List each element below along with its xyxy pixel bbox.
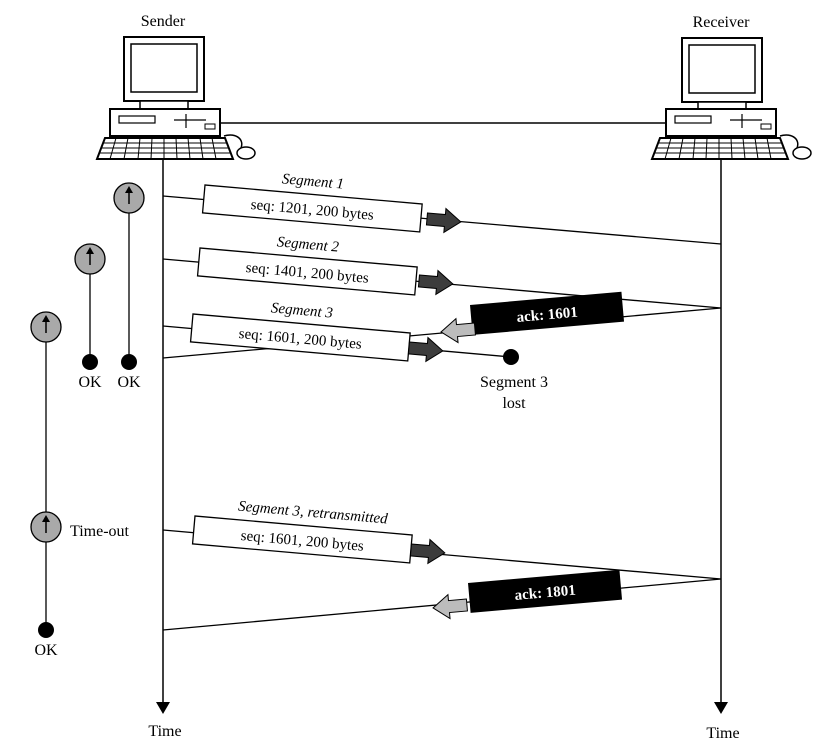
segment-3-box: seq: 1601, 200 bytes [189,313,411,362]
segment-3-direction-arrow [407,336,444,363]
ok-label-segment-3: OK [34,642,58,659]
segment-2-direction-arrow [417,269,454,296]
sender-computer-icon [95,36,256,160]
segment-3-retx-direction-arrow [409,538,446,565]
segment-2-timer [74,243,106,370]
receiver-time-label: Time [706,725,739,742]
segment-1-box: seq: 1201, 200 bytes [201,184,423,233]
ack-1801-box: ack: 1801 [468,569,623,613]
ack-1801-direction-arrow [432,593,468,620]
segment-3-lost-label-line2: lost [502,395,526,412]
sender-time-label: Time [148,723,181,740]
segment-1-timer [113,182,145,370]
segment-3-retx-box: seq: 1601, 200 bytes [191,515,413,564]
timeout-label: Time-out [70,523,130,540]
segment-3-timer [30,311,62,638]
segment-2-box: seq: 1401, 200 bytes [196,247,418,296]
segment-3-lost-marker [503,349,519,365]
timer-stop-dot [82,354,98,370]
segment-1-title: Segment 1 [281,171,344,192]
segment-1-direction-arrow [425,207,462,234]
timer-stop-dot [38,622,54,638]
timer-stop-dot [121,354,137,370]
sender-label: Sender [141,13,186,30]
segment-3-lost-label-line1: Segment 3 [480,374,548,391]
ack-1601-direction-arrow [440,317,476,344]
ok-label-segment-2: OK [78,374,102,391]
receiver-label: Receiver [693,14,751,31]
segment-2-title: Segment 2 [276,234,340,255]
ack-1601-box: ack: 1601 [470,291,625,335]
receiver-computer-icon [650,37,812,160]
ack-1601-text: ack: 1601 [516,305,578,326]
segment-3-title: Segment 3 [270,300,333,321]
ok-label-segment-1: OK [117,374,141,391]
ack-1801-text: ack: 1801 [514,583,576,604]
